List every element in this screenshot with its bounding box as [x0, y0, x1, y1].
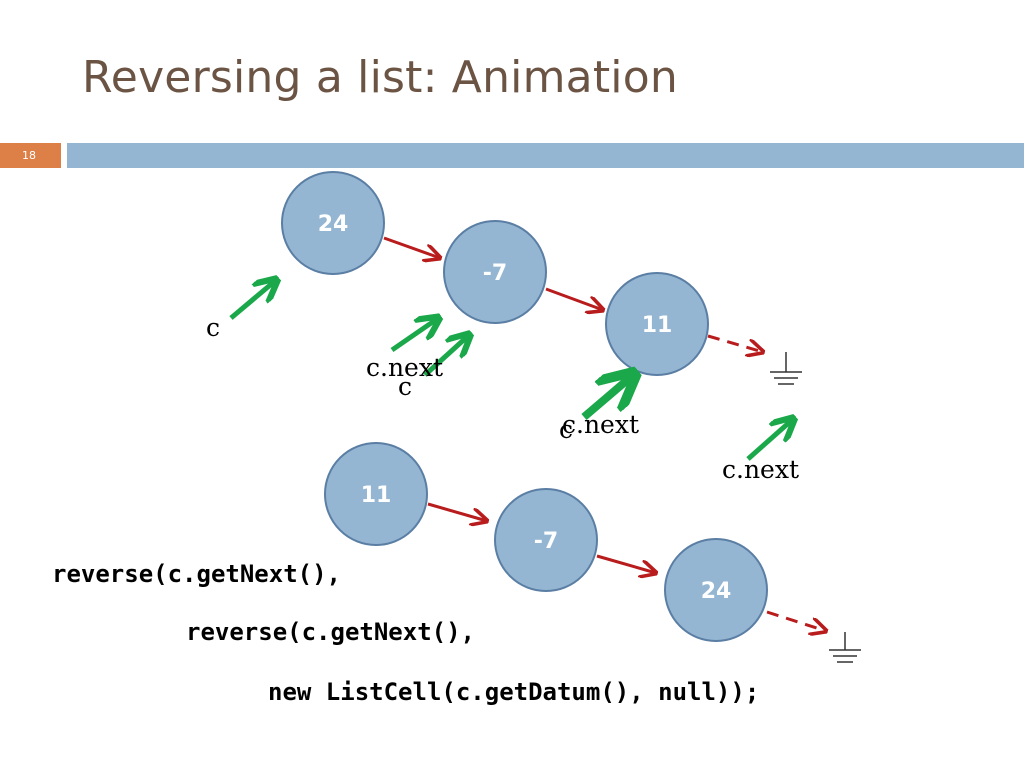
slide-title: Reversing a list: Animation [82, 52, 678, 103]
pointer-arrow-c-2 [423, 336, 468, 377]
code-line-2: reverse(c.getNext(), [186, 618, 475, 646]
label-cnext-1: c.next [366, 353, 443, 382]
top-node-2: -7 [443, 220, 547, 324]
top-node-2-value: -7 [483, 261, 507, 286]
bottom-link-2-arrow [596, 554, 656, 573]
header-accent-bar [67, 143, 1024, 168]
label-cnext-3: c.next [722, 455, 799, 484]
label-cnext-2: c.next [562, 410, 639, 439]
label-c-3: c [559, 415, 573, 444]
pointer-arrow-c-1 [229, 281, 275, 320]
code-line-3: new ListCell(c.getDatum(), null)); [268, 678, 760, 706]
pointer-arrow-c-3 [581, 376, 632, 421]
bottom-null-icon [829, 632, 861, 663]
slide-number-bar [0, 143, 61, 168]
bottom-node-1-value: 11 [361, 483, 392, 508]
pointer-arrow-cnext-3 [746, 420, 792, 461]
top-link-1-arrow [383, 236, 440, 258]
top-node-1: 24 [281, 171, 385, 275]
label-c-1: c [206, 313, 220, 342]
code-line-1: reverse(c.getNext(), [52, 560, 341, 588]
bottom-null-link-arrow [766, 610, 826, 631]
bottom-node-3-value: 24 [701, 579, 732, 604]
bottom-node-3: 24 [664, 538, 768, 642]
top-node-3-value: 11 [642, 313, 673, 338]
slide-number: 18 [22, 149, 36, 162]
bottom-node-2: -7 [494, 488, 598, 592]
top-link-2-arrow [545, 287, 603, 310]
top-node-3: 11 [605, 272, 709, 376]
pointer-arrow-cnext-1 [390, 319, 437, 353]
label-c-2: c [398, 372, 412, 401]
bottom-link-1-arrow [427, 502, 487, 521]
bottom-node-1: 11 [324, 442, 428, 546]
top-null-icon [770, 352, 802, 385]
bottom-node-2-value: -7 [534, 529, 558, 554]
top-node-1-value: 24 [318, 212, 349, 237]
top-null-link-arrow [707, 334, 763, 352]
